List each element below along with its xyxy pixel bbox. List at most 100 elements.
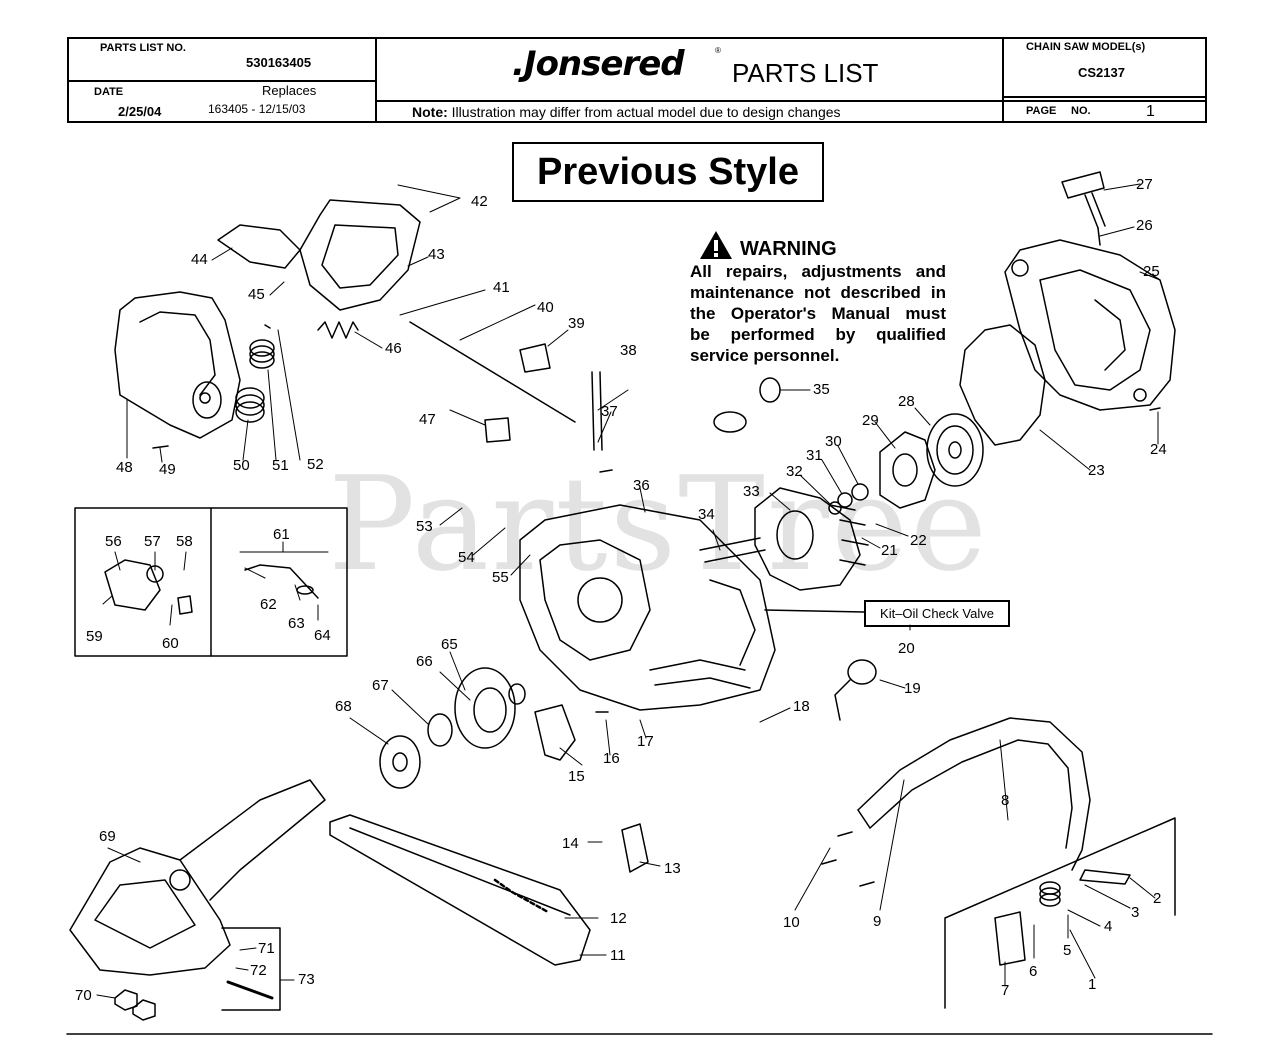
- part-number-46: 46: [385, 340, 402, 357]
- part-number-6: 6: [1029, 963, 1038, 980]
- washer: [851, 483, 869, 501]
- part-number-54: 54: [458, 549, 475, 566]
- part-number-45: 45: [248, 286, 265, 303]
- part-number-8: 8: [1001, 792, 1010, 809]
- part-number-64: 64: [314, 627, 331, 644]
- handle-cover: [217, 224, 301, 269]
- part-number-5: 5: [1063, 942, 1072, 959]
- part-number-56: 56: [105, 533, 122, 550]
- part-number-59: 59: [86, 628, 103, 645]
- part-number-21: 21: [881, 542, 898, 559]
- front-handle: [857, 717, 1091, 871]
- warning-line: the Operator's Manual must: [690, 304, 946, 323]
- starter-handle: [1061, 171, 1106, 246]
- part-number-3: 3: [1131, 904, 1140, 921]
- part-number-39: 39: [568, 315, 585, 332]
- oil-tank-cap: [713, 377, 781, 433]
- part-number-47: 47: [419, 411, 436, 428]
- throttle-spring: [317, 321, 359, 339]
- style-title-box: Previous Style: [512, 142, 824, 202]
- warning-triangle-icon: [700, 231, 732, 259]
- note-text: Illustration may differ from actual mode…: [451, 104, 841, 120]
- chain-catcher: [534, 704, 576, 761]
- part-number-51: 51: [272, 457, 289, 474]
- part-number-71: 71: [258, 940, 275, 957]
- guide-bar: [329, 814, 591, 966]
- part-number-16: 16: [603, 750, 620, 767]
- part-number-32: 32: [786, 463, 803, 480]
- warning-title: WARNING: [740, 238, 837, 260]
- rod: [591, 371, 603, 451]
- starter-cover: [959, 324, 1046, 446]
- part-number-55: 55: [492, 569, 509, 586]
- header-divider: [1002, 96, 1207, 98]
- part-number-11: 11: [610, 947, 626, 964]
- part-number-36: 36: [633, 477, 650, 494]
- anti-vibration-spring: [1039, 881, 1061, 907]
- part-number-49: 49: [159, 461, 176, 478]
- bar-nut: [114, 989, 138, 1011]
- part-number-4: 4: [1104, 918, 1113, 935]
- starter-pulley: [926, 413, 984, 487]
- page-no-label: NO.: [1071, 105, 1091, 117]
- part-number-25: 25: [1143, 263, 1160, 280]
- part-number-31: 31: [806, 447, 823, 464]
- flywheel: [879, 431, 936, 509]
- part-number-48: 48: [116, 459, 133, 476]
- chain-tensioner: [226, 980, 274, 1000]
- group-bracket: [944, 817, 1176, 1009]
- crankcase: [519, 504, 776, 711]
- bushing: [994, 911, 1026, 966]
- throttle-rod: [409, 321, 576, 423]
- part-number-42: 42: [471, 193, 488, 210]
- part-number-12: 12: [610, 910, 627, 927]
- part-number-40: 40: [537, 299, 554, 316]
- header-divider: [375, 100, 1207, 102]
- choke-knob: [484, 417, 511, 443]
- date-value: 2/25/04: [118, 104, 162, 119]
- document-title: PARTS LIST: [732, 58, 879, 88]
- part-number-19: 19: [904, 680, 921, 697]
- style-title: Previous Style: [537, 151, 799, 193]
- part-number-27: 27: [1136, 176, 1153, 193]
- part-number-70: 70: [75, 987, 92, 1004]
- starter-housing: [1004, 239, 1176, 411]
- note: Note: Illustration may differ from actua…: [412, 104, 841, 120]
- note-label: Note:: [412, 104, 448, 120]
- part-number-10: 10: [783, 914, 800, 931]
- part-number-28: 28: [898, 393, 915, 410]
- part-number-15: 15: [568, 768, 585, 785]
- replaces-label: Replaces: [262, 83, 317, 98]
- part-number-30: 30: [825, 433, 842, 450]
- part-number-2: 2: [1153, 890, 1162, 907]
- part-number-18: 18: [793, 698, 810, 715]
- bolt: [699, 537, 766, 563]
- washer: [828, 501, 842, 515]
- part-number-1: 1: [1088, 976, 1097, 993]
- clutch: [379, 735, 421, 789]
- part-number-57: 57: [144, 533, 161, 550]
- fuel-tank-cap: [834, 659, 877, 721]
- part-number-29: 29: [862, 412, 879, 429]
- part-number-41: 41: [493, 279, 510, 296]
- kit-oil-check-valve-label: Kit–Oil Check Valve: [864, 600, 1010, 627]
- part-number-60: 60: [162, 635, 179, 652]
- part-number-26: 26: [1136, 217, 1153, 234]
- date-label: DATE: [94, 86, 124, 98]
- clutch-cover: [754, 487, 869, 591]
- part-number-22: 22: [910, 532, 927, 549]
- part-number-58: 58: [176, 533, 193, 550]
- parts-list-no-label: PARTS LIST NO.: [100, 42, 186, 54]
- vibration-spring: [235, 387, 265, 423]
- part-number-17: 17: [637, 733, 654, 750]
- warning-line: All repairs, adjustments and: [690, 262, 946, 281]
- kit-leader: [764, 609, 865, 613]
- part-number-37: 37: [601, 403, 618, 420]
- washer: [427, 713, 453, 747]
- header-divider: [67, 80, 377, 82]
- screw: [152, 324, 1161, 887]
- brand-logo: .Jonsered: [512, 44, 685, 84]
- part-number-67: 67: [372, 677, 389, 694]
- part-number-53: 53: [416, 518, 433, 535]
- part-number-43: 43: [428, 246, 445, 263]
